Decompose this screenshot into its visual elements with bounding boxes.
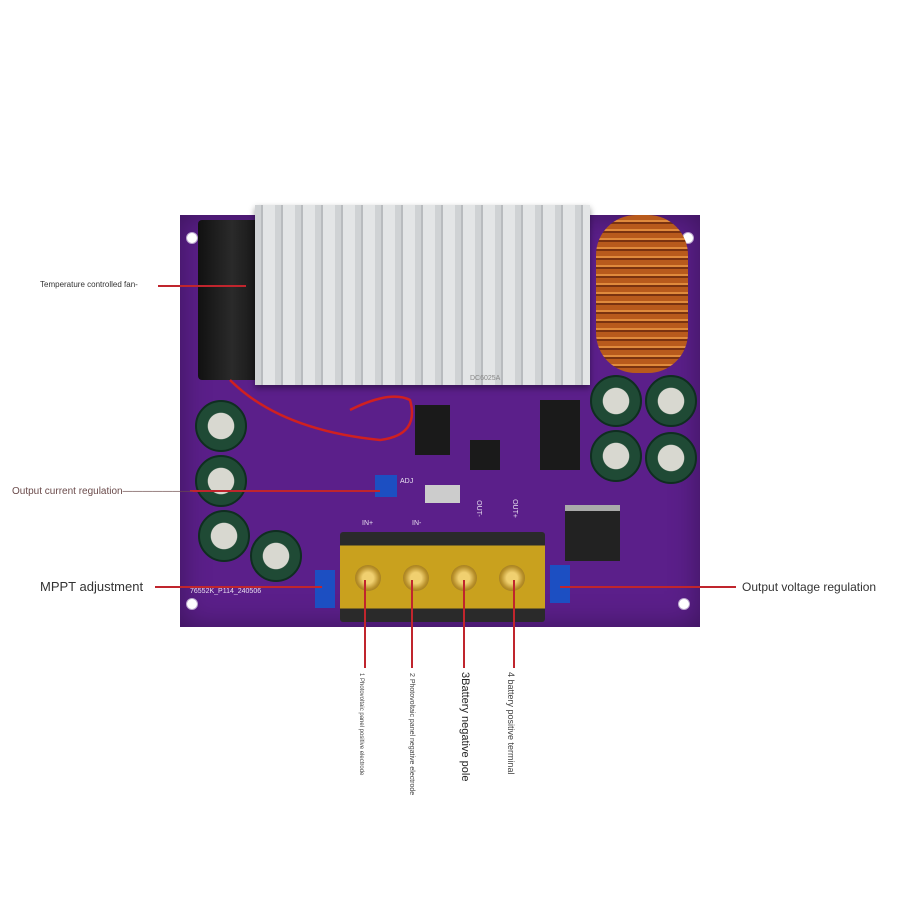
capacitor [195,455,247,507]
leader-line-fan [158,285,246,287]
capacitor [250,530,302,582]
silk-model: 76552K_P114_240506 [190,588,262,595]
mosfet [565,505,620,561]
mount-hole [678,598,690,610]
current-shunt [425,485,460,503]
terminal-screw-4 [499,565,525,591]
silk-out-plus: OUT+ [510,499,518,518]
ic-chip [540,400,580,470]
capacitor [590,375,642,427]
label-terminal-1: 1 Photovoltaic panel positive electrode [358,673,364,776]
leader-line-terminal-2 [411,580,413,668]
heatsink [255,205,590,385]
leader-line-terminal-3 [463,580,465,668]
label-terminal-4: 4 battery positive terminal [506,672,516,775]
potentiometer-mppt [315,570,335,608]
heatsink-mark: DC6025A [470,375,501,382]
leader-line-terminal-4 [513,580,515,668]
leader-line-current [190,490,380,492]
capacitor [645,375,697,427]
silk-in-plus: IN+ [362,520,374,527]
ic-chip [415,405,450,455]
silk-in-minus: IN- [412,520,422,527]
cooling-fan [198,220,266,380]
silk-adj: ADJ [400,478,414,485]
toroid-inductor [596,215,688,373]
capacitor [195,400,247,452]
mount-hole [186,598,198,610]
label-current-regulation: Output current regulation——————— [12,486,193,497]
silk-out-minus: OUT- [474,500,482,517]
terminal-screw-1 [355,565,381,591]
potentiometer-current [375,475,397,497]
leader-line-mppt [155,586,322,588]
label-voltage-regulation: Output voltage regulation [742,580,877,594]
leader-line-voltage [560,586,736,588]
fan-wire [229,379,414,442]
capacitor [198,510,250,562]
ic-chip [470,440,500,470]
mount-hole [186,232,198,244]
capacitor [645,432,697,484]
label-terminal-2: 2 Photovoltaic panel negative electrode [408,673,415,796]
capacitor [590,430,642,482]
terminal-screw-2 [403,565,429,591]
label-fan: Temperature controlled fan- [40,280,138,289]
label-mppt: MPPT adjustment [40,579,144,594]
potentiometer-voltage [550,565,570,603]
label-terminal-3: 3Battery negative pole [459,672,471,782]
leader-line-terminal-1 [364,580,366,668]
